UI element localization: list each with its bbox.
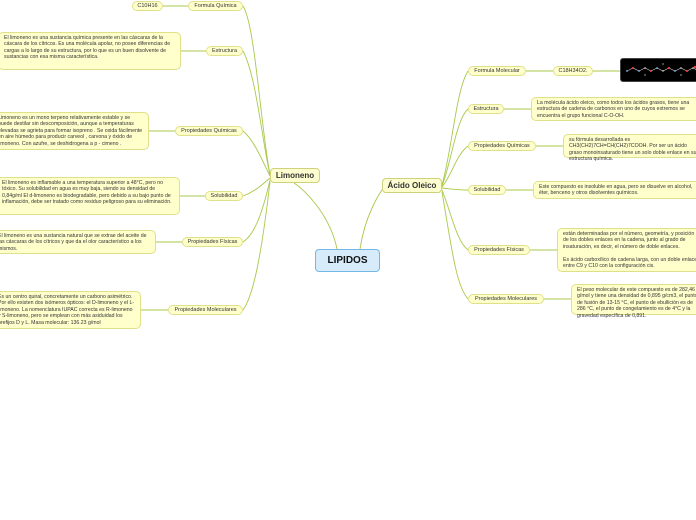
- acido-solubilidad-node[interactable]: Solubilidad: [468, 185, 506, 195]
- acido-moleculares-text-content: El peso molecular de este compuesto es d…: [577, 287, 696, 319]
- acido-estructura-text-content: La molécula ácido oleico, como todos los…: [537, 100, 690, 119]
- limoneno-estructura-node[interactable]: Estructura: [206, 46, 243, 56]
- limoneno-moleculares-label: Propiedades Moleculares: [174, 307, 237, 313]
- acido-solubilidad-text[interactable]: Este compuesto es insoluble en agua, per…: [533, 181, 696, 199]
- limoneno-fisicas-text[interactable]: El limoneno es una sustancia natural que…: [0, 230, 156, 254]
- limoneno-formula-value-text: C10H16: [137, 3, 158, 9]
- limoneno-fisicas-text-content: El limoneno es una sustancia natural que…: [0, 233, 147, 252]
- acido-formula-value[interactable]: C18H34O2.: [553, 66, 593, 76]
- limoneno-formula-node[interactable]: Formula Química: [188, 1, 243, 11]
- limoneno-quimicas-label: Propiedades Químicas: [181, 128, 237, 134]
- limoneno-quimicas-text-content: Limoneno es un mono terpeno relativament…: [0, 115, 143, 147]
- topic-acido-oleico[interactable]: Ácido Oleico: [382, 178, 442, 193]
- topic-acido-label: Ácido Oleico: [387, 181, 437, 190]
- acido-quimicas-label: Propiedades Químicas: [474, 143, 530, 149]
- acido-formula-label: Formula Molecular: [474, 68, 520, 74]
- limoneno-formula-label: Formula Química: [194, 3, 237, 9]
- topic-limoneno[interactable]: Limoneno: [270, 168, 320, 183]
- molecule-structure-icon: [626, 63, 696, 76]
- limoneno-fisicas-node[interactable]: Propiedades Físicas: [182, 237, 243, 247]
- limoneno-estructura-text-content: El limoneno es una sustancia química pre…: [4, 35, 171, 61]
- acido-estructura-label: Estructura: [473, 106, 499, 112]
- acido-fisicas-text-content: están determinadas por el número, geomet…: [563, 231, 696, 270]
- acido-quimicas-node[interactable]: Propiedades Químicas: [468, 141, 536, 151]
- limoneno-estructura-text[interactable]: El limoneno es una sustancia química pre…: [0, 32, 181, 70]
- limoneno-solubilidad-text[interactable]: El limoneno es inflamable a una temperat…: [0, 177, 180, 215]
- limoneno-formula-value[interactable]: C10H16: [132, 1, 163, 11]
- root-node[interactable]: LIPIDOS: [315, 249, 380, 272]
- acido-quimicas-text[interactable]: su fórmula desarrollada es CH3(CH2)7CH=C…: [563, 134, 696, 162]
- acido-formula-node[interactable]: Formula Molecular: [468, 66, 526, 76]
- acido-fisicas-text[interactable]: están determinadas por el número, geomet…: [557, 228, 696, 272]
- root-label: LIPIDOS: [327, 255, 368, 266]
- limoneno-moleculares-node[interactable]: Propiedades Moleculares: [168, 305, 243, 315]
- topic-limoneno-label: Limoneno: [275, 171, 315, 180]
- limoneno-moleculares-text-content: Es un centro quiral, concretamente un ca…: [0, 294, 135, 326]
- limoneno-solubilidad-label: Solubilidad: [210, 193, 238, 199]
- limoneno-fisicas-label: Propiedades Físicas: [187, 239, 238, 245]
- limoneno-quimicas-text[interactable]: Limoneno es un mono terpeno relativament…: [0, 112, 149, 150]
- molecule-structure-image: [620, 58, 696, 82]
- limoneno-estructura-label: Estructura: [211, 48, 238, 54]
- acido-moleculares-text[interactable]: El peso molecular de este compuesto es d…: [571, 284, 696, 319]
- acido-formula-value-text: C18H34O2.: [558, 68, 588, 74]
- acido-solubilidad-text-content: Este compuesto es insoluble en agua, per…: [539, 184, 693, 197]
- limoneno-quimicas-node[interactable]: Propiedades Químicas: [175, 126, 243, 136]
- limoneno-solubilidad-node[interactable]: Solubilidad: [205, 191, 243, 201]
- acido-moleculares-label: Propiedades Moleculares: [474, 296, 538, 302]
- acido-quimicas-text-content: su fórmula desarrollada es CH3(CH2)7CH=C…: [569, 137, 696, 163]
- acido-fisicas-node[interactable]: Propiedades Físicas: [468, 245, 530, 255]
- acido-solubilidad-label: Solubilidad: [473, 187, 501, 193]
- acido-fisicas-label: Propiedades Físicas: [474, 247, 524, 253]
- acido-estructura-text[interactable]: La molécula ácido oleico, como todos los…: [531, 97, 696, 121]
- acido-estructura-node[interactable]: Estructura: [468, 104, 504, 114]
- limoneno-solubilidad-text-content: El limoneno es inflamable a una temperat…: [2, 180, 172, 206]
- acido-moleculares-node[interactable]: Propiedades Moleculares: [468, 294, 544, 304]
- limoneno-moleculares-text[interactable]: Es un centro quiral, concretamente un ca…: [0, 291, 141, 329]
